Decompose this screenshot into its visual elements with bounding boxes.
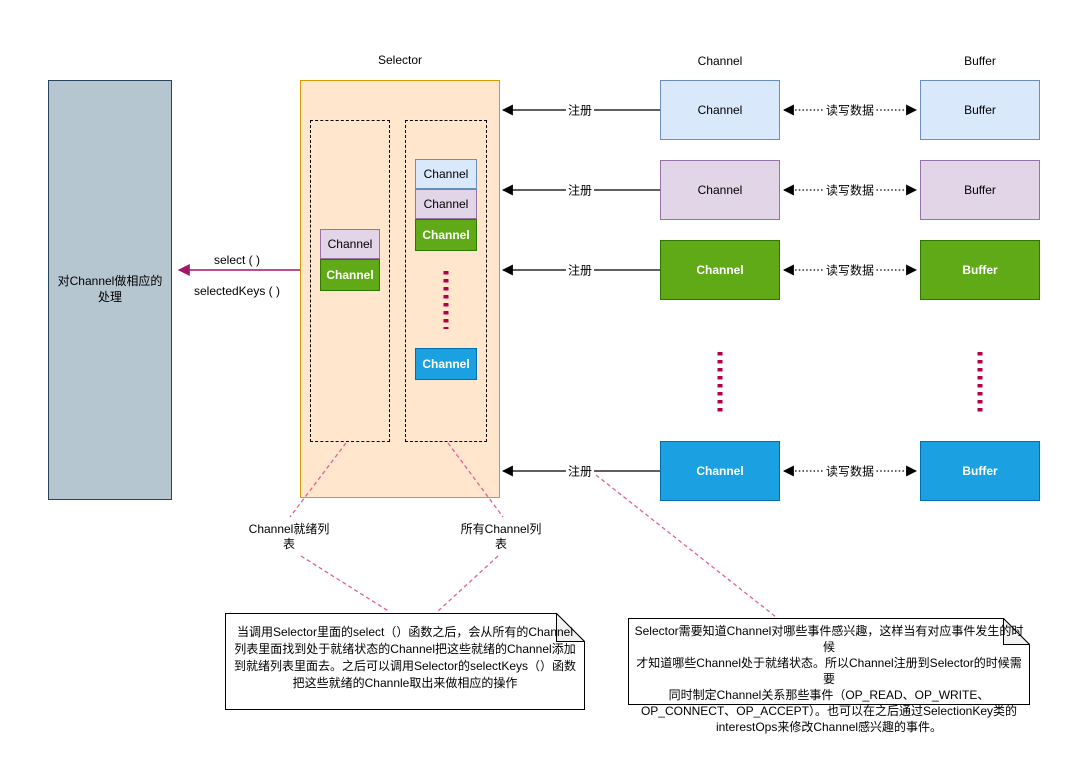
register-label-3: 注册 — [565, 261, 595, 279]
ready-list-channel-node: Channel — [320, 229, 380, 259]
note-shape — [628, 618, 1030, 705]
register-label-1: 注册 — [565, 101, 595, 119]
channel-processor-box: 对Channel做相应的 处理 — [48, 80, 172, 500]
all-list-caption: 所有Channel列 表 — [460, 522, 542, 551]
selector-column-header: Selector — [377, 53, 423, 67]
ready-list-caption: Channel就绪列 表 — [248, 522, 330, 551]
readwrite-label-4: 读写数据 — [823, 462, 877, 480]
buffer-node-3: Buffer — [920, 240, 1040, 300]
all-channel-list-box — [405, 120, 487, 442]
selectedkeys-call-label: selectedKeys ( ) — [193, 284, 281, 298]
readwrite-label-1: 读写数据 — [823, 101, 877, 119]
buffer-node-1: Buffer — [920, 80, 1040, 140]
ready-list-channel-node: Channel — [320, 259, 380, 291]
select-call-label: select ( ) — [213, 253, 261, 267]
channel-node-3: Channel — [660, 240, 780, 300]
buffer-node-4: Buffer — [920, 441, 1040, 501]
select-explanation-note: 当调用Selector里面的select（）函数之后，会从所有的Channel … — [225, 613, 585, 710]
buffer-column-header: Buffer — [964, 54, 996, 68]
annotation-line-ready-bottom — [300, 555, 391, 613]
readwrite-label-3: 读写数据 — [823, 261, 877, 279]
all-list-channel-node: Channel — [415, 189, 477, 219]
register-label-2: 注册 — [565, 181, 595, 199]
all-list-channel-node: Channel — [415, 348, 477, 380]
note-text: Selector需要知道Channel对哪些事件感兴趣，这样当有对应事件发生的时… — [634, 624, 1024, 734]
channel-node-2: Channel — [660, 160, 780, 220]
buffer-node-2: Buffer — [920, 160, 1040, 220]
note-shape — [225, 613, 585, 710]
readwrite-label-2: 读写数据 — [823, 181, 877, 199]
note-text: 当调用Selector里面的select（）函数之后，会从所有的Channel … — [233, 625, 577, 690]
channel-node-4: Channel — [660, 441, 780, 501]
channel-column-header: Channel — [697, 54, 743, 68]
channel-node-1: Channel — [660, 80, 780, 140]
annotation-line-all-bottom — [436, 555, 499, 613]
register-label-4: 注册 — [565, 462, 595, 480]
all-list-channel-node: Channel — [415, 159, 477, 189]
register-explanation-note: Selector需要知道Channel对哪些事件感兴趣，这样当有对应事件发生的时… — [628, 618, 1030, 734]
ready-channel-list-box — [310, 120, 390, 442]
all-list-channel-node: Channel — [415, 219, 477, 251]
